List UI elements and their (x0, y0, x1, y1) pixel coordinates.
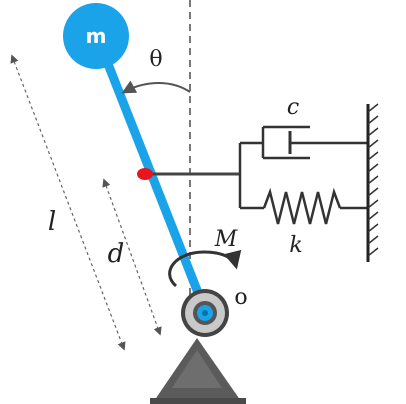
length-label: l (48, 207, 56, 237)
hatched-wall-icon (366, 103, 379, 262)
damper-label: c (287, 95, 299, 120)
triangle-support-icon (150, 338, 246, 404)
pivot-label: o (234, 285, 247, 310)
angle-arc (121, 80, 191, 94)
spring-damper-assembly (238, 125, 368, 225)
length-dimension-line (10, 54, 126, 351)
mass-label: m (86, 24, 107, 48)
angle-label: θ (149, 47, 162, 72)
moment-arrow (168, 249, 242, 288)
spring-label: k (289, 233, 302, 258)
pivot-joint-icon (181, 289, 229, 337)
attachment-point (137, 168, 153, 180)
mass-ball-icon (63, 3, 129, 69)
moment-label: M (214, 227, 238, 252)
distance-label: d (108, 239, 125, 269)
